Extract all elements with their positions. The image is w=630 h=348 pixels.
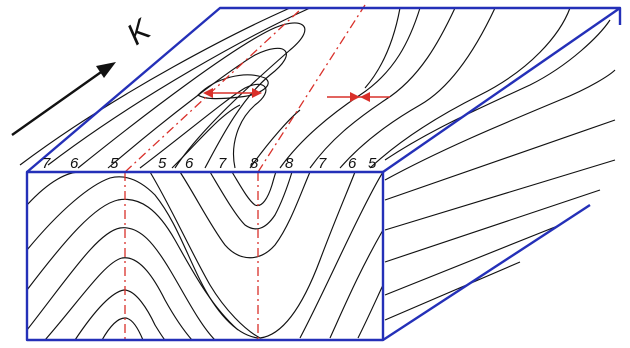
direction-arrow-shaft [11,69,105,136]
contour-label: 7 [318,155,327,172]
contour-label: 8 [285,155,294,172]
right-face-contours [384,119,616,321]
top-face-contours [19,7,616,181]
dip-arrow-in2-icon [360,92,370,102]
block-outline [25,6,622,342]
contour-label: 7 [42,155,51,172]
contour-label: 6 [70,155,79,172]
direction-label: K [121,12,158,52]
contour-label: 8 [250,155,259,172]
front-face-contours [26,171,384,341]
direction-arrow-icon [96,62,116,78]
dip-arrow-left-icon [203,88,213,98]
contour-label: 6 [348,155,357,172]
dip-arrow-right-icon [252,88,262,98]
contour-label: 5 [158,155,167,172]
dip-arrow-in-icon [350,92,360,102]
contour-labels: 7 6 5 5 6 7 8 8 7 6 5 [42,155,377,172]
contour-label: 5 [110,155,119,172]
dip-markers [203,88,390,102]
contour-label: 7 [218,155,227,172]
direction-indicator: K [11,12,158,136]
contour-label: 5 [368,155,377,172]
contour-label: 6 [185,155,194,172]
